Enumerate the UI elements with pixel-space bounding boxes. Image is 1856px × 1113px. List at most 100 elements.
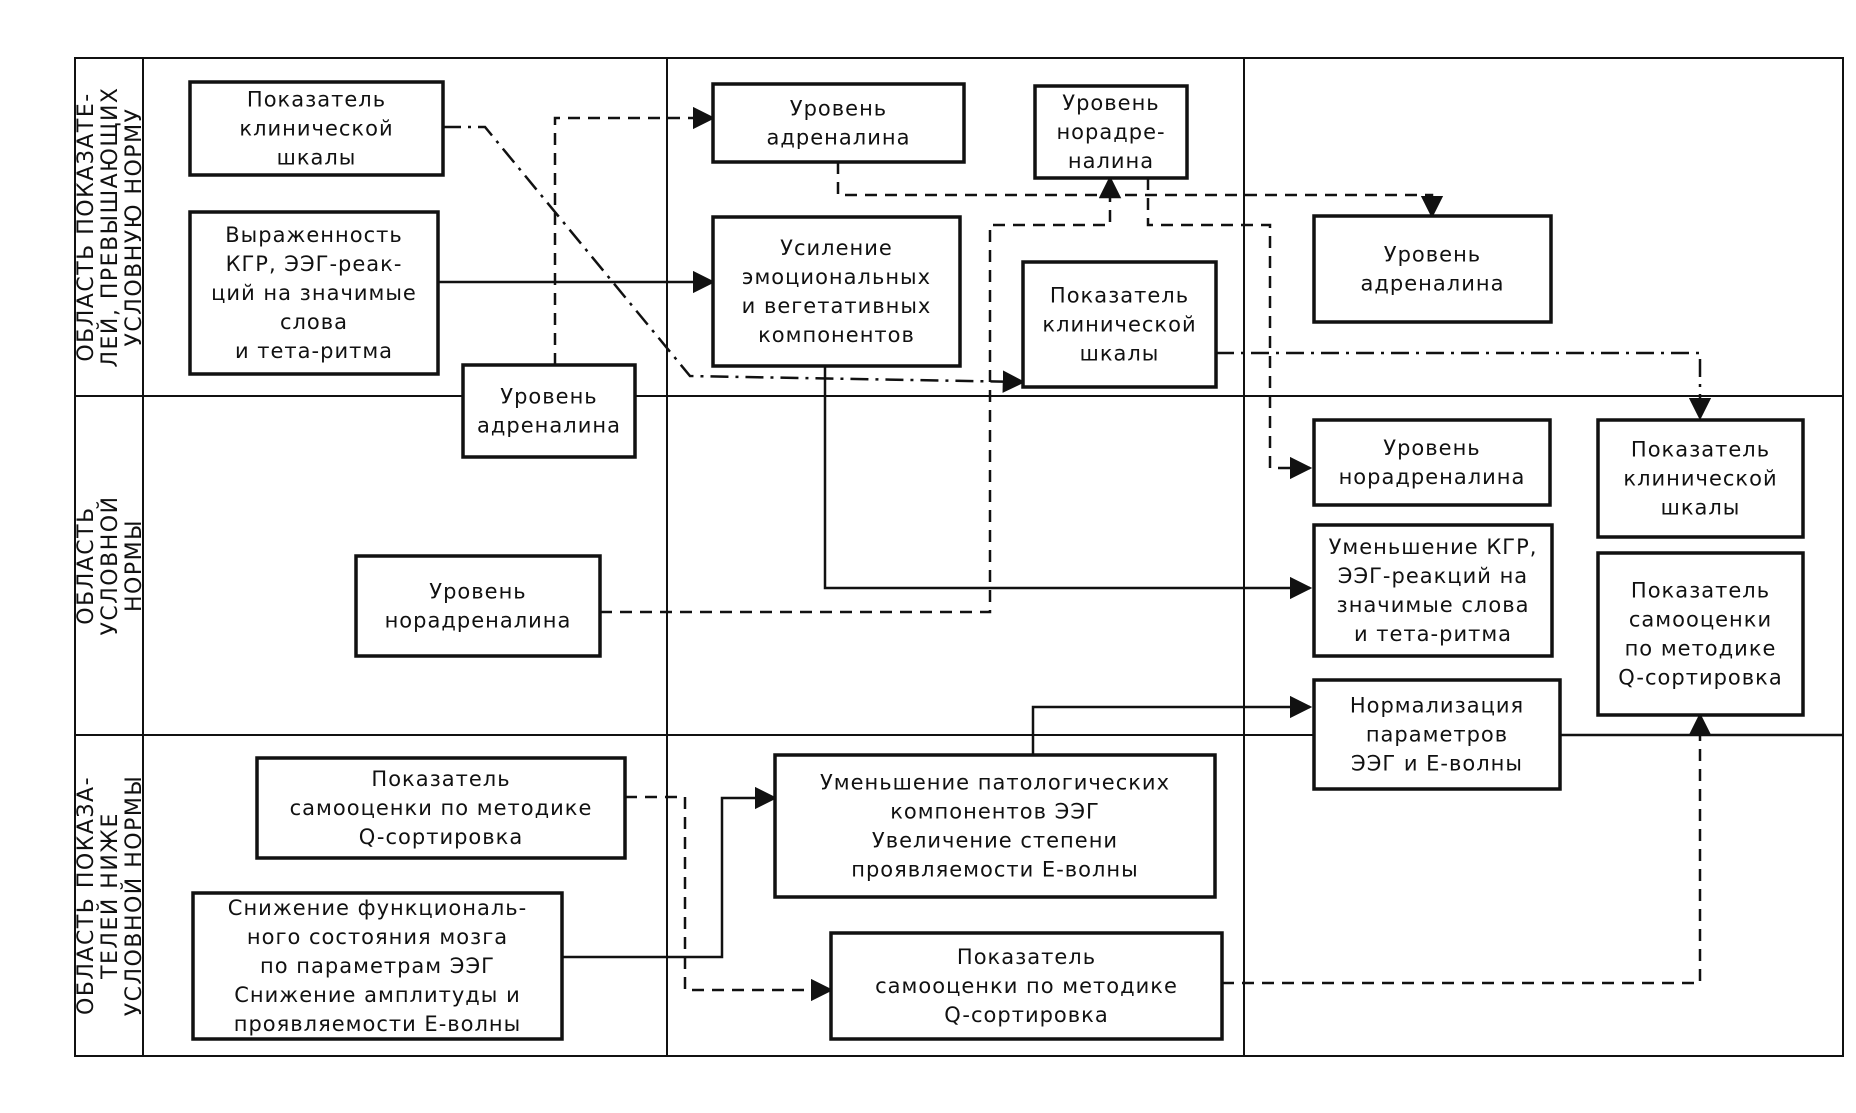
node-label-line: норадреналина (1339, 465, 1526, 489)
zone-label-line: УСЛОВНОЙ (97, 495, 123, 635)
arrow-n6-to-n11 (562, 786, 778, 959)
node-label-line: Показатель (1631, 438, 1770, 462)
node-label-line: по параметрам ЭЭГ (260, 954, 495, 978)
node-label-line: эмоциональных (742, 265, 931, 289)
node-label-line: клинической (239, 117, 393, 141)
node-label-line: ЭЭГ и Е-волны (1351, 752, 1523, 776)
nodes: ПоказательклиническойшкалыВыраженностьКГ… (188, 80, 1805, 1041)
zone-label-line: ОБЛАСТЬ ПОКАЗАТЕ- (74, 92, 99, 361)
node-label-line: компонентов ЭЭГ (890, 800, 1100, 824)
arrow-n11-to-n18 (1031, 695, 1313, 755)
node-label-line: адреналина (767, 126, 911, 150)
node-label-line: Уровень (1384, 243, 1481, 267)
node-box (773, 753, 1217, 899)
zone-label-line: ТЕЛЕЙ НИЖЕ (97, 812, 123, 980)
node-label-line: Снижение функциональ- (228, 896, 527, 920)
zone-label-line: ОБЛАСТЬ (74, 506, 99, 624)
connectors (438, 106, 1843, 1002)
node-label-line: Показатель (1050, 284, 1189, 308)
node-box (188, 80, 445, 177)
node-label-line: Выраженность (225, 223, 403, 247)
node-box (1596, 418, 1805, 539)
node-label-line: Q-сортировка (944, 1003, 1108, 1027)
node-label-line: Уровень (790, 97, 887, 121)
node-label-line: шкалы (1080, 342, 1160, 366)
node-box (191, 891, 564, 1041)
node-n17: Показатель самооценки по методикеQ-сортиро… (1596, 551, 1805, 717)
arrow-n7-to-n3 (553, 106, 716, 365)
node-box (188, 210, 440, 376)
node-box (1312, 418, 1552, 507)
node-n6: Снижение функциональ-ного состояния мозг… (191, 891, 564, 1041)
node-label-line: по методике (1625, 637, 1777, 661)
node-label-line: Уровень (500, 385, 597, 409)
zone-label-line: ЛЕЙ, ПРЕВЫШАЮЩИХ (97, 86, 123, 367)
node-label-line: Снижение амплитуды и (234, 983, 520, 1007)
node-label-line: и вегетативных (742, 294, 932, 318)
node-n3: Уровень адреналина (711, 82, 966, 164)
node-n9: Уровень норадре-налина (1033, 84, 1189, 180)
node-label-line: шкалы (277, 146, 357, 170)
node-box (461, 363, 637, 459)
arrow-n8-to-n16 (823, 366, 1313, 600)
node-box (1312, 523, 1554, 658)
node-label-line: клинической (1623, 467, 1777, 491)
zone-label-line: УСЛОВНОЙ НОРМЫ (121, 775, 147, 1017)
node-label-line: ного состояния мозга (247, 925, 508, 949)
node-label-line: Уровень (1062, 91, 1159, 115)
node-n13: Уровень адреналина (1312, 214, 1553, 324)
node-label-line: параметров (1366, 723, 1508, 747)
node-label-line: Q-сортировка (1618, 666, 1782, 690)
node-box (711, 215, 962, 368)
node-box (1033, 84, 1189, 180)
arrow-n9-to-n14 (1146, 178, 1313, 480)
node-label-line: Показатель (247, 88, 386, 112)
node-label-line: Q-сортировка (359, 825, 523, 849)
node-label-line: проявляемости Е-волны (234, 1012, 522, 1036)
node-label-line: значимые слова (1337, 593, 1530, 617)
zone-label-line: ОБЛАСТЬ ПОКАЗА- (74, 776, 99, 1015)
node-box (1021, 260, 1218, 389)
node-box (1312, 214, 1553, 324)
node-label-line: Уменьшение КГР, (1329, 535, 1538, 559)
node-box (829, 931, 1224, 1041)
node-label-line: шкалы (1661, 496, 1741, 520)
node-label-line: адреналина (1361, 272, 1505, 296)
node-label-line: ЭЭГ-реакций на (1338, 564, 1528, 588)
zone-label-line: НОРМЫ (122, 519, 147, 612)
node-label-line: Нормализация (1350, 694, 1524, 718)
node-box (1312, 678, 1562, 791)
node-label-line: и тета-ритма (1354, 622, 1512, 646)
node-n14: Уровень норадреналина (1312, 418, 1552, 507)
node-label-line: самооценки (1629, 608, 1772, 632)
node-label-line: и тета-ритма (235, 339, 393, 363)
node-label-line: проявляемости Е-волны (851, 858, 1139, 882)
node-label-line: Показатель (371, 767, 510, 791)
node-label-line: Уровень (1383, 436, 1480, 460)
node-label-line: норадре- (1056, 120, 1165, 144)
arrow-n10-to-n15 (1216, 351, 1712, 421)
node-label-line: компонентов (758, 323, 915, 347)
node-label-line: самооценки по методике (875, 974, 1178, 998)
node-label-line: Показатель (1631, 579, 1770, 603)
arrow-n1-to-n10 (443, 125, 1026, 393)
arrow-n3-to-n13 (836, 162, 1444, 219)
node-label-line: норадреналина (385, 609, 572, 633)
arrow-n4-to-n9 (600, 175, 1122, 614)
node-label-line: налина (1068, 149, 1154, 173)
node-label-line: Уровень (429, 580, 526, 604)
node-label-line: Увеличение степени (872, 829, 1118, 853)
